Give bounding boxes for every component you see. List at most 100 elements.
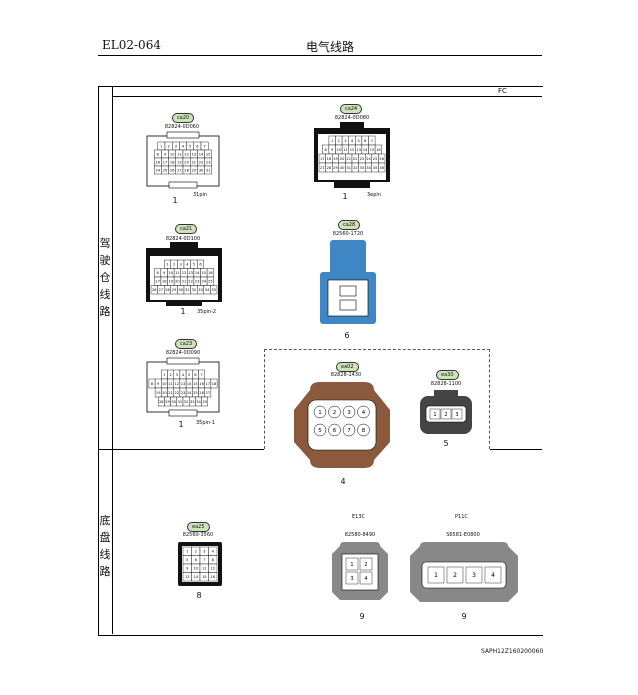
pin-number: 1 — [434, 572, 438, 579]
pin-number: 16 — [199, 382, 204, 386]
pin-number: 33 — [190, 400, 195, 404]
pin-number: 9 — [157, 382, 160, 386]
pin-number: 31 — [178, 400, 183, 404]
pin-number: 7 — [203, 558, 205, 562]
pin-number: 10 — [162, 382, 167, 386]
pin-number: 16 — [208, 271, 213, 275]
pin-number: 1 — [160, 144, 162, 148]
connector-number: 5 — [443, 439, 449, 448]
pin-number: 20 — [184, 160, 189, 164]
pin-number: 7 — [203, 144, 205, 148]
pin-number: 1 — [331, 139, 333, 143]
pin-number: 23 — [195, 280, 200, 284]
pin-number: 13 — [188, 271, 193, 275]
pin-number: 30 — [171, 400, 176, 404]
pin-number: 16 — [156, 160, 161, 164]
pin-number: 3 — [455, 412, 458, 418]
pin-number: 5 — [193, 263, 195, 267]
part-number: 82828-1100 — [430, 381, 462, 387]
pin-number: 33 — [360, 166, 365, 170]
part-number: 82824-0D080 — [334, 115, 370, 121]
pin-number: 6 — [194, 373, 197, 377]
pin-number: 4 — [182, 144, 185, 148]
pin-number: 18 — [327, 157, 332, 161]
pin-number: 14 — [187, 382, 192, 386]
pin-number: 4 — [351, 139, 354, 143]
connector-tag: ca24 — [340, 104, 363, 114]
section-separator — [490, 449, 542, 450]
pin-number: 34 — [196, 400, 201, 404]
pin-number: 31 — [185, 288, 190, 292]
pin-number: 12 — [182, 271, 187, 275]
pin-number: 9 — [186, 567, 189, 571]
pin-number: 2 — [167, 144, 169, 148]
header-rule — [98, 55, 542, 56]
pin-number: 11 — [175, 271, 180, 275]
pin-number: 29 — [333, 166, 338, 170]
pin-number: 13 — [192, 152, 197, 156]
part-number: 82828-1430 — [330, 372, 362, 378]
pin-number: 11 — [177, 152, 182, 156]
pin-number: 12 — [175, 382, 180, 386]
dashed-box — [264, 349, 265, 449]
pin-number: 2 — [338, 139, 340, 143]
pin-number: 34 — [205, 288, 210, 292]
section-label-cabin: 驾驶仓线路 — [99, 237, 111, 318]
pin-number: 3 — [350, 576, 353, 582]
pin-number: 6 — [333, 428, 337, 434]
pin-number: 8 — [324, 148, 327, 152]
pin-number: 28 — [159, 400, 164, 404]
pin-number: 22 — [199, 160, 204, 164]
pin-number: 26 — [170, 168, 175, 172]
pin-number: 22 — [175, 391, 180, 395]
pin-number: 7 — [200, 373, 202, 377]
pin-number: 11 — [168, 382, 173, 386]
pin-count: 3epin — [367, 192, 381, 198]
pin-number: 14 — [363, 148, 368, 152]
connector-number: 1 — [172, 196, 178, 205]
pin-number: 4 — [491, 572, 495, 579]
pin-number: 14 — [193, 575, 198, 579]
pin-number: 29 — [192, 168, 197, 172]
pin-number: 1 — [186, 550, 188, 554]
connector-number: 8 — [196, 591, 202, 600]
pin-number: 17 — [320, 157, 325, 161]
pin-number: 10 — [337, 148, 342, 152]
pin-number: 7 — [347, 428, 351, 434]
connector-number: 1 — [178, 420, 184, 429]
pin-count: 35pin-2 — [197, 309, 217, 315]
pin-number: 29 — [172, 288, 177, 292]
pin-count: 31pin — [193, 192, 208, 198]
pin-number: 27 — [177, 168, 182, 172]
connector-number: 9 — [461, 612, 467, 621]
pin-number: 28 — [184, 168, 189, 172]
pin-number: 27 — [320, 166, 325, 170]
section-separator — [98, 449, 264, 450]
pin-number: 3 — [203, 550, 205, 554]
pin-number: 5 — [188, 373, 190, 377]
part-number: 82824-0D090 — [165, 350, 201, 356]
pin-number: 17 — [155, 280, 160, 284]
pin-number: 3 — [180, 263, 182, 267]
dashed-box — [489, 349, 490, 449]
pin-number: 28 — [327, 166, 332, 170]
pin-number: 18 — [162, 280, 167, 284]
pin-number: 20 — [175, 280, 180, 284]
section-label-chassis: 底盘线路 — [99, 514, 111, 578]
connector-tag: ca20 — [172, 113, 195, 123]
pin-number: 5 — [189, 144, 191, 148]
pin-number: 15 — [202, 271, 207, 275]
pin-number: 23 — [181, 391, 186, 395]
pin-number: 27 — [206, 391, 211, 395]
pin-number: 1 — [350, 562, 353, 568]
pin-number: 12 — [184, 152, 189, 156]
pin-number: 20 — [340, 157, 345, 161]
pin-number: 8 — [212, 558, 215, 562]
pin-number: 4 — [186, 263, 189, 267]
pin-number: 2 — [333, 410, 337, 416]
pin-number: 6 — [364, 139, 367, 143]
